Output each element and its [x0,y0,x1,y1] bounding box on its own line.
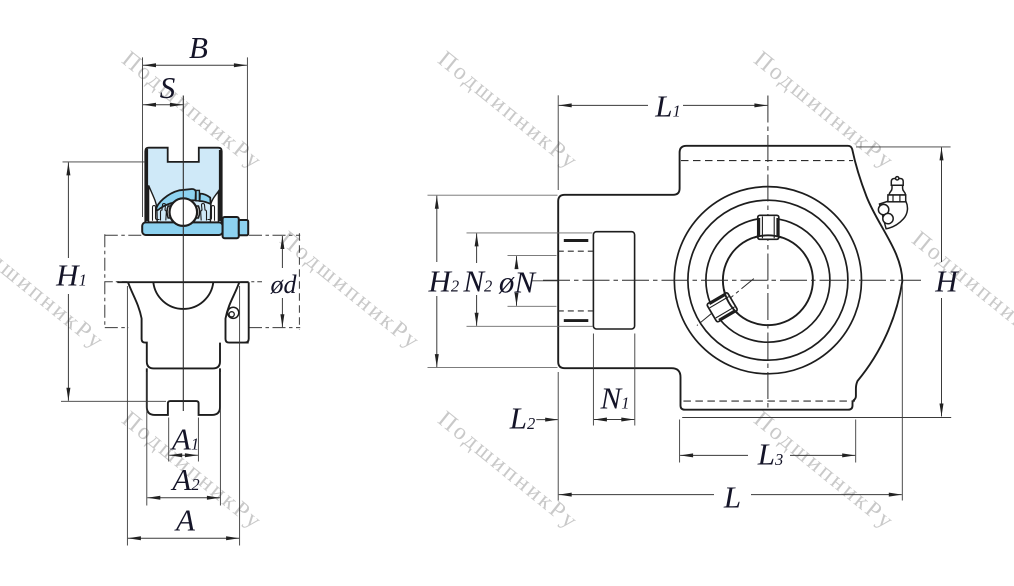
svg-text:øN: øN [498,265,538,300]
svg-text:B: B [189,30,208,65]
svg-text:S: S [160,70,176,105]
svg-text:H: H [934,264,959,299]
svg-text:L: L [723,479,741,514]
svg-text:N2: N2 [462,264,492,299]
svg-text:A: A [174,503,196,538]
svg-text:ød: ød [270,270,298,299]
